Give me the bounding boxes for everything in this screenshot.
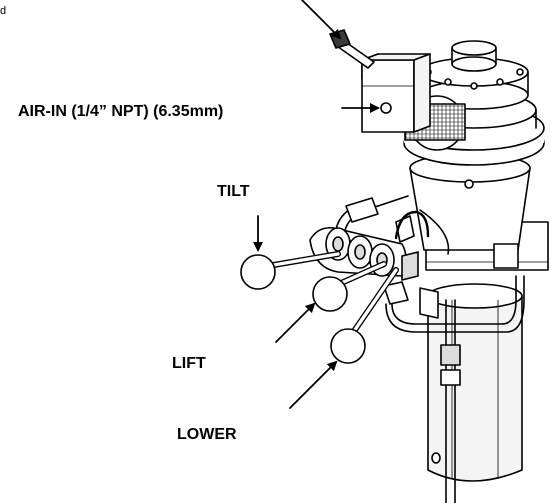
top-callout-arrow (301, 0, 342, 40)
bottom-hose (440, 299, 461, 503)
corner-label: d (0, 5, 7, 17)
lower-lever (330, 267, 399, 364)
air-in-label: AIR-IN (1/4” NPT) (6.35mm) (18, 103, 224, 120)
lower-label: LOWER (177, 426, 237, 443)
lift-label: LIFT (172, 355, 206, 372)
air-inlet-block (329, 29, 431, 133)
tilt-label: TILT (217, 183, 250, 200)
cylinder-body (427, 283, 523, 482)
valve-body (309, 197, 519, 319)
tilt-lever (240, 251, 341, 290)
lower-arrow (289, 360, 338, 409)
callout-arrows (253, 0, 380, 409)
lift-arrow (275, 302, 316, 343)
lift-lever (312, 261, 387, 312)
